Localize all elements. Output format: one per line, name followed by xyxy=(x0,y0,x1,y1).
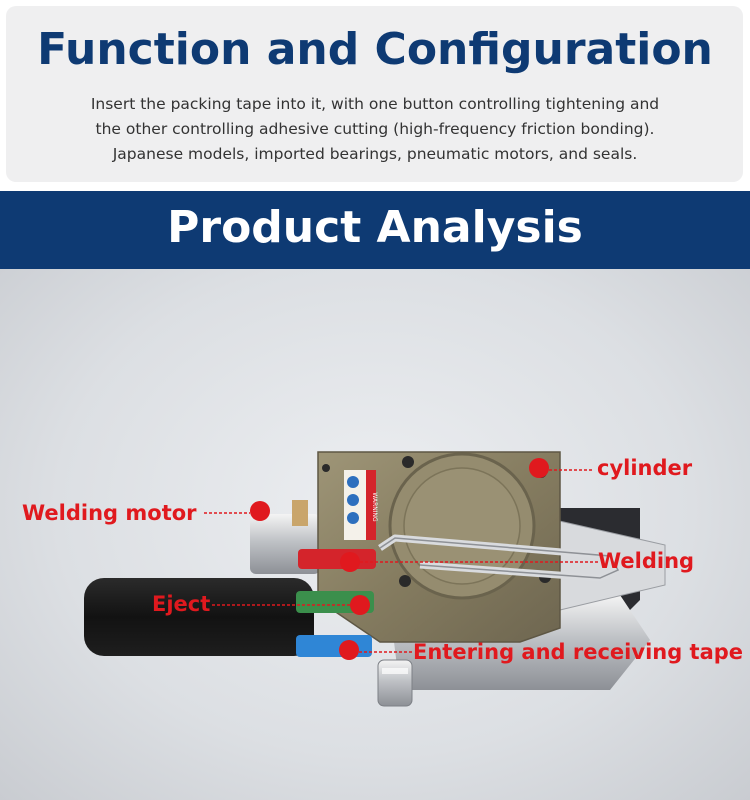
bolt-icon xyxy=(402,456,414,468)
product-photo: WARNING cylinder Welding motor Welding E… xyxy=(0,269,750,800)
handle xyxy=(84,578,314,656)
cylinder-cover-inner xyxy=(403,467,521,585)
callout-marker-eject xyxy=(350,595,370,615)
callout-cylinder: cylinder xyxy=(597,456,693,480)
callout-marker-welding-motor xyxy=(250,501,270,521)
description-line: the other controlling adhesive cutting (… xyxy=(95,120,655,138)
function-card xyxy=(6,6,743,182)
bolt-icon xyxy=(322,464,330,472)
callout-marker-entering-tape xyxy=(339,640,359,660)
description-line: Insert the packing tape into it, with on… xyxy=(90,95,660,113)
product-analysis-banner: Product Analysis xyxy=(0,191,750,269)
safety-icon xyxy=(347,494,359,506)
warning-text: WARNING xyxy=(371,492,378,522)
bolt-icon xyxy=(399,575,411,587)
air-fitting xyxy=(292,500,308,526)
callout-marker-welding xyxy=(340,552,360,572)
tape-lever[interactable] xyxy=(296,635,372,657)
callout-entering-tape: Entering and receiving tape xyxy=(413,640,744,664)
callout-welding-motor: Welding motor xyxy=(22,501,197,525)
machine-illustration: WARNING xyxy=(84,451,666,707)
callout-welding: Welding xyxy=(598,549,695,573)
safety-icon xyxy=(347,512,359,524)
section-description: Insert the packing tape into it, with on… xyxy=(40,92,710,167)
safety-icon xyxy=(347,476,359,488)
welding-lever[interactable] xyxy=(298,549,376,569)
banner-title: Product Analysis xyxy=(167,202,583,253)
pneumatic-fitting xyxy=(377,659,413,707)
section-title: Function and Configuration xyxy=(37,24,713,75)
callout-marker-cylinder xyxy=(529,458,549,478)
callout-eject: Eject xyxy=(152,592,211,616)
description-line: Japanese models, imported bearings, pneu… xyxy=(112,145,638,163)
